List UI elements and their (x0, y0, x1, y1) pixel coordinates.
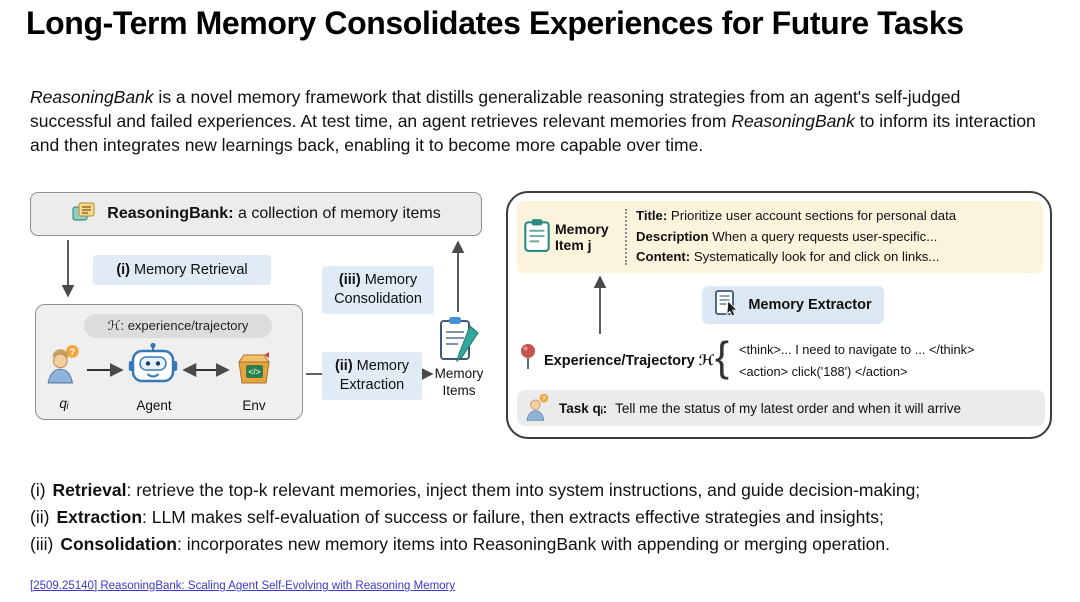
steps-explanation: (i)Retrieval: retrieve the top-k relevan… (30, 477, 1054, 558)
env-label: Env (242, 398, 266, 413)
memory-retrieval-label: (i) Memory Retrieval (93, 255, 271, 285)
svg-text:</>: </> (248, 367, 260, 377)
memory-item-fields: Title: Prioritize user account sections … (636, 206, 956, 267)
reasoningbank-box-label: ReasoningBank: a collection of memory it… (107, 205, 441, 222)
retrieval-note: (i)Retrieval: retrieve the top-k relevan… (30, 480, 921, 500)
memory-consolidation-label: (iii) Memory Consolidation (322, 266, 434, 314)
reasoningbank-name: ReasoningBank (731, 111, 855, 132)
pin-icon (518, 342, 538, 375)
agent-robot-icon (128, 342, 178, 393)
intro-paragraph: ReasoningBank is a novel memory framewor… (30, 87, 1036, 156)
trajectory-label: Experience/Trajectory ℋ (544, 353, 715, 369)
task-user-icon: ? (525, 393, 551, 424)
reasoningbank-icon (71, 200, 97, 229)
memory-extractor-icon (714, 289, 740, 321)
memory-extractor-box: Memory Extractor (702, 286, 884, 324)
memory-item-icon (523, 218, 551, 257)
query-label: qᵢ (59, 396, 69, 411)
memory-items-icon (438, 314, 480, 369)
task-text: Tell me the status of my latest order an… (615, 400, 962, 416)
memory-item-description-row: Description When a query requests user-s… (636, 228, 938, 244)
page-title: Long-Term Memory Consolidates Experience… (26, 5, 964, 41)
reasoningbank-name: ReasoningBank (30, 87, 154, 107)
trajectory-action-line: <action> click('188') </action> (739, 364, 908, 379)
memory-item-content-row: Content: Systematically look for and cli… (636, 249, 940, 265)
brace-glyph: { (715, 333, 730, 380)
task-label: Task qᵢ: (559, 400, 608, 416)
memory-extractor-label: Memory Extractor (748, 297, 872, 313)
memory-item-label: Memory Item j (555, 220, 609, 253)
svg-text:?: ? (542, 395, 546, 402)
task-bar: ? Task qᵢ: Tell me the status of my late… (517, 390, 1045, 426)
extraction-note: (ii)Extraction: LLM makes self-evaluatio… (30, 507, 884, 528)
agent-label: Agent (136, 398, 172, 413)
memory-extraction-label: (ii) Memory Extraction (322, 352, 422, 400)
memory-item-panel: Memory Item j Title: Prioritize user acc… (506, 191, 1052, 439)
memory-items-label: Memory Items (434, 366, 484, 398)
svg-text:?: ? (70, 347, 76, 358)
paper-link[interactable]: [2509.25140] ReasoningBank: Scaling Agen… (30, 580, 456, 592)
memory-item-title-row: Title: Prioritize user account sections … (636, 208, 957, 224)
consolidation-note: (iii)Consolidation: incorporates new mem… (30, 534, 891, 555)
trajectory-think-line: <think>... I need to navigate to ... </t… (739, 342, 975, 357)
reasoningbank-box: ReasoningBank: a collection of memory it… (30, 192, 482, 236)
user-icon: ? (46, 344, 82, 389)
experience-box-header: ℋ: experience/trajectory (84, 314, 272, 338)
env-icon: </> (234, 349, 274, 391)
memory-item-card: Memory Item j Title: Prioritize user acc… (517, 201, 1043, 273)
dotted-divider (625, 209, 627, 265)
